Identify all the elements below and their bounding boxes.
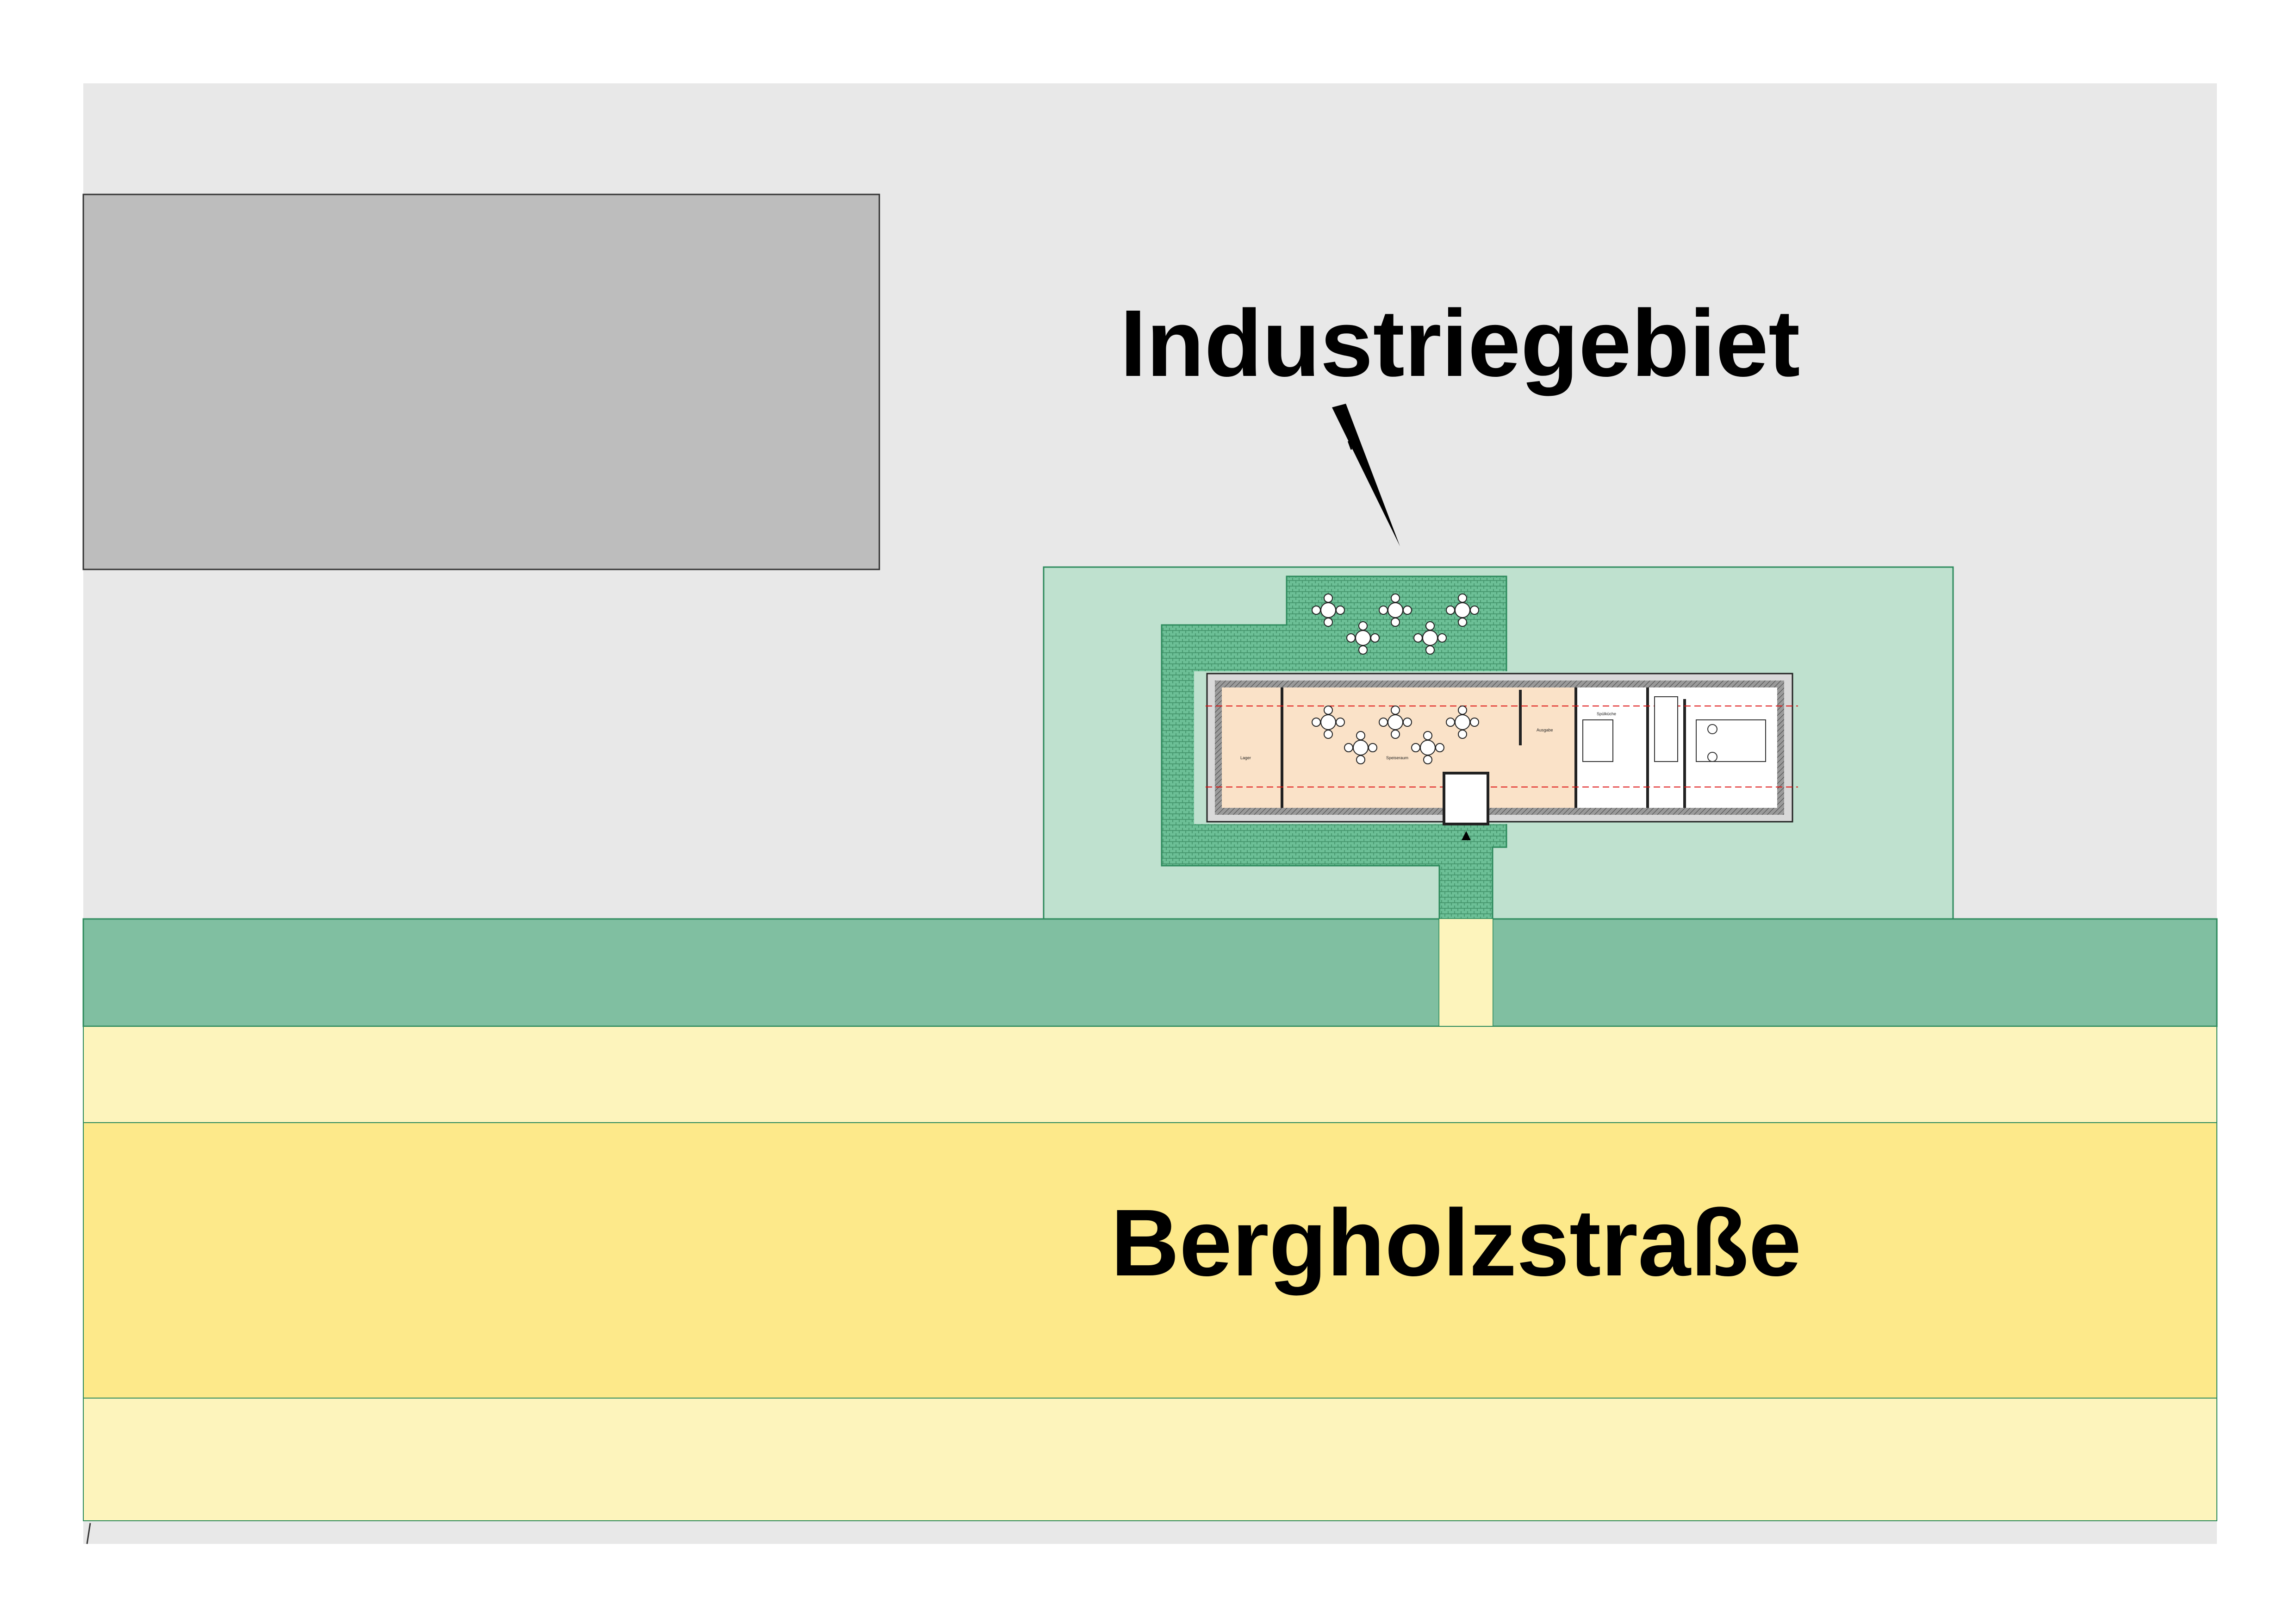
access-path bbox=[1439, 919, 1493, 1026]
road bbox=[83, 1122, 2217, 1399]
label-industrial-area: Industriegebiet bbox=[1120, 290, 1800, 396]
edge-mark bbox=[86, 1523, 91, 1544]
room-label-storage: Lager bbox=[1240, 756, 1251, 760]
neighbor-building bbox=[82, 194, 880, 570]
room-label-scullery: Spülküche bbox=[1597, 712, 1616, 716]
indoor-tables bbox=[1312, 706, 1479, 764]
sidewalk-north bbox=[83, 1026, 2217, 1123]
label-street: Bergholzstraße bbox=[1111, 1190, 1801, 1296]
room-label-serving: Ausgabe bbox=[1537, 728, 1553, 732]
green-verge-right bbox=[1492, 918, 2218, 1027]
green-verge-left bbox=[82, 918, 1440, 1027]
room-label-dining: Speiseraum bbox=[1386, 756, 1408, 760]
building-floorplan: Lager Speiseraum Ausgabe Spülküche bbox=[1206, 673, 1798, 825]
outdoor-tables bbox=[1312, 593, 1479, 655]
entrance-marker bbox=[1462, 831, 1471, 840]
sidewalk-south bbox=[83, 1398, 2217, 1521]
